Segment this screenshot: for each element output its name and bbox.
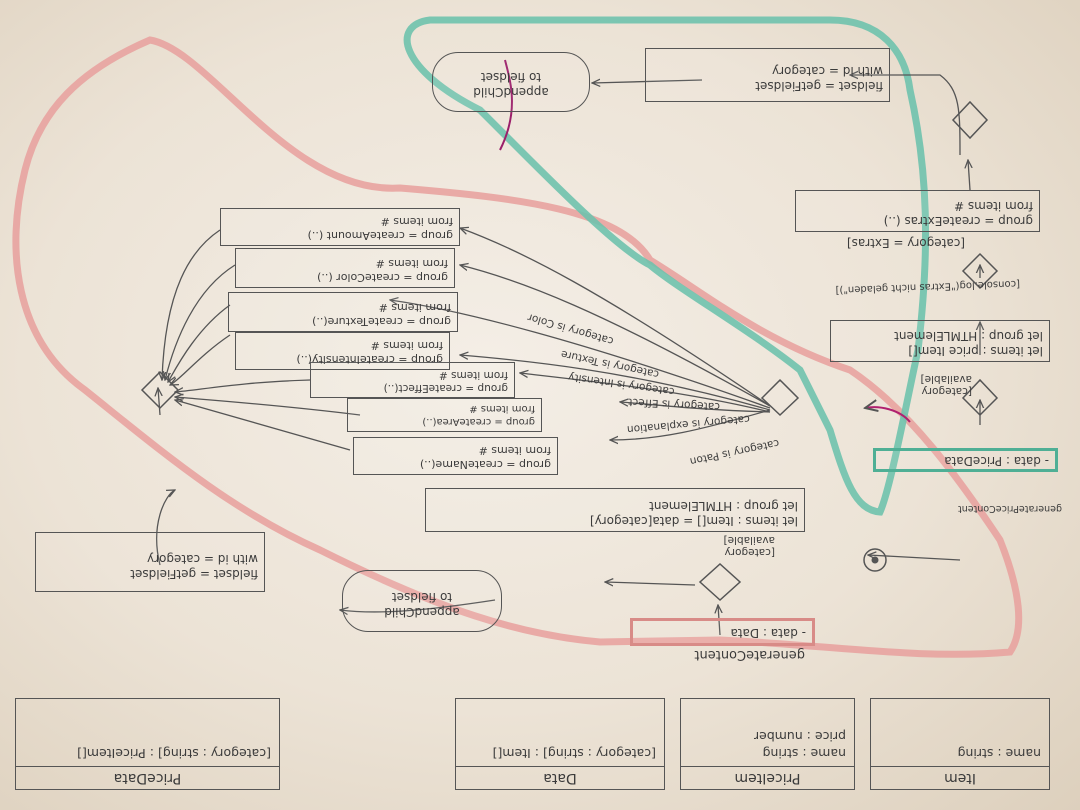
class-price-data-field: [category : string] : PriceItem[] — [77, 746, 271, 761]
price-with-id-line: with id = category — [772, 64, 883, 78]
param-price-data-label: - data : PriceData — [944, 454, 1049, 468]
price-let-group-line: let group : HTMLElement — [894, 329, 1043, 343]
action-create-amount: group = createAmount (..) from items # — [220, 208, 460, 246]
action-let-items: let items : Item[] = data[category] let … — [425, 488, 805, 532]
action-get-fieldset: fieldset = getFieldset with id = categor… — [35, 532, 265, 592]
let-items-line: let items : Item[] = data[category] — [589, 514, 798, 528]
append-child-line: appendChild — [384, 605, 460, 619]
generate-content-title: generateContent — [694, 647, 805, 662]
from-items-line: from items # — [478, 444, 551, 457]
from-items-line: from items # — [370, 339, 443, 352]
create-color-line: group = createColor (..) — [317, 271, 448, 284]
fieldset-line: fieldset = getFieldset — [130, 567, 258, 581]
param-data-label: - data : Data — [730, 626, 807, 640]
action-create-area: group = createArea(..) from items # — [347, 398, 542, 432]
price-let-items-line: let items : price Item[] — [908, 344, 1043, 358]
from-items-line: from items # — [375, 257, 448, 270]
action-create-intensity: group = createIntensity(..) from items # — [235, 332, 450, 370]
class-price-item-title: PriceItem — [681, 766, 854, 789]
create-name-line: group = createName(..) — [419, 458, 551, 471]
guard-category-available: [category available] — [723, 534, 776, 558]
price-fieldset-line: fieldset = getFieldset — [755, 79, 883, 93]
create-area-line: group = createArea(..) — [422, 416, 535, 427]
action-create-color: group = createColor (..) from items # — [235, 248, 455, 288]
final-node — [863, 548, 887, 572]
price-guard-available: [category available] — [920, 373, 973, 397]
price-action-get-fieldset: fieldset = getFieldset with id = categor… — [645, 48, 890, 102]
class-price-data: PriceData [category : string] : PriceIte… — [15, 698, 280, 790]
let-group-line: let group : HTMLElement — [649, 499, 798, 513]
class-item: Item name : string — [870, 698, 1050, 790]
price-from-items-line: from items # — [954, 199, 1033, 213]
from-items-line: from items # — [378, 301, 451, 314]
generate-price-content-title: generatePriceContent — [958, 503, 1062, 514]
create-effect-line: group = createEffect(..) — [383, 382, 508, 394]
class-price-data-title: PriceData — [16, 766, 279, 789]
guard-category-extras: [category = Extras] — [846, 236, 965, 250]
with-id-line: with id = category — [147, 552, 258, 566]
create-intensity-line: group = createIntensity(..) — [296, 353, 443, 366]
class-data: Data [category : string] : Item[] — [455, 698, 665, 790]
create-amount-line: group = createAmount (..) — [307, 229, 453, 242]
action-create-extras: group = createExtras (..) from items # — [795, 190, 1040, 232]
param-data: - data : Data — [630, 618, 815, 646]
merge-diamond-branches — [760, 378, 800, 417]
from-items-line: from items # — [380, 215, 453, 228]
price-diamond-end — [951, 100, 989, 140]
merge-diamond-end — [140, 370, 180, 410]
class-data-title: Data — [456, 766, 664, 789]
class-data-field: [category : string] : Item[] — [492, 746, 656, 761]
price-diamond-extras — [961, 252, 999, 290]
price-diamond-available — [961, 378, 999, 417]
generate-price-content-frame — [403, 16, 930, 516]
decision-diamond-start — [698, 562, 742, 602]
class-price-item-field: name : string — [762, 746, 847, 761]
class-price-item-field: price : number — [753, 729, 846, 744]
action-append-child: appendChild to fieldset — [342, 570, 502, 632]
create-extras-line: group = createExtras (..) — [883, 214, 1033, 228]
from-items-line: from items # — [469, 403, 535, 414]
generate-content-frame — [12, 36, 1023, 658]
to-fieldset-line: to fieldset — [391, 590, 453, 604]
action-create-name: group = createName(..) from items # — [353, 437, 558, 475]
action-create-texture: group = createTexture(..) from items # — [228, 292, 458, 332]
price-to-fieldset-line: to fieldset — [480, 70, 542, 84]
param-price-data: - data : PriceData — [873, 448, 1058, 472]
price-append-child-line: appendChild — [473, 85, 549, 99]
class-item-title: Item — [871, 766, 1049, 789]
class-item-field: name : string — [957, 746, 1042, 761]
price-action-append-child: appendChild to fieldset — [432, 52, 590, 112]
class-price-item: PriceItem name : string price : number — [680, 698, 855, 790]
price-action-let-items: let items : price Item[] let group : HTM… — [830, 320, 1050, 362]
create-texture-line: group = createTexture(..) — [312, 315, 451, 328]
